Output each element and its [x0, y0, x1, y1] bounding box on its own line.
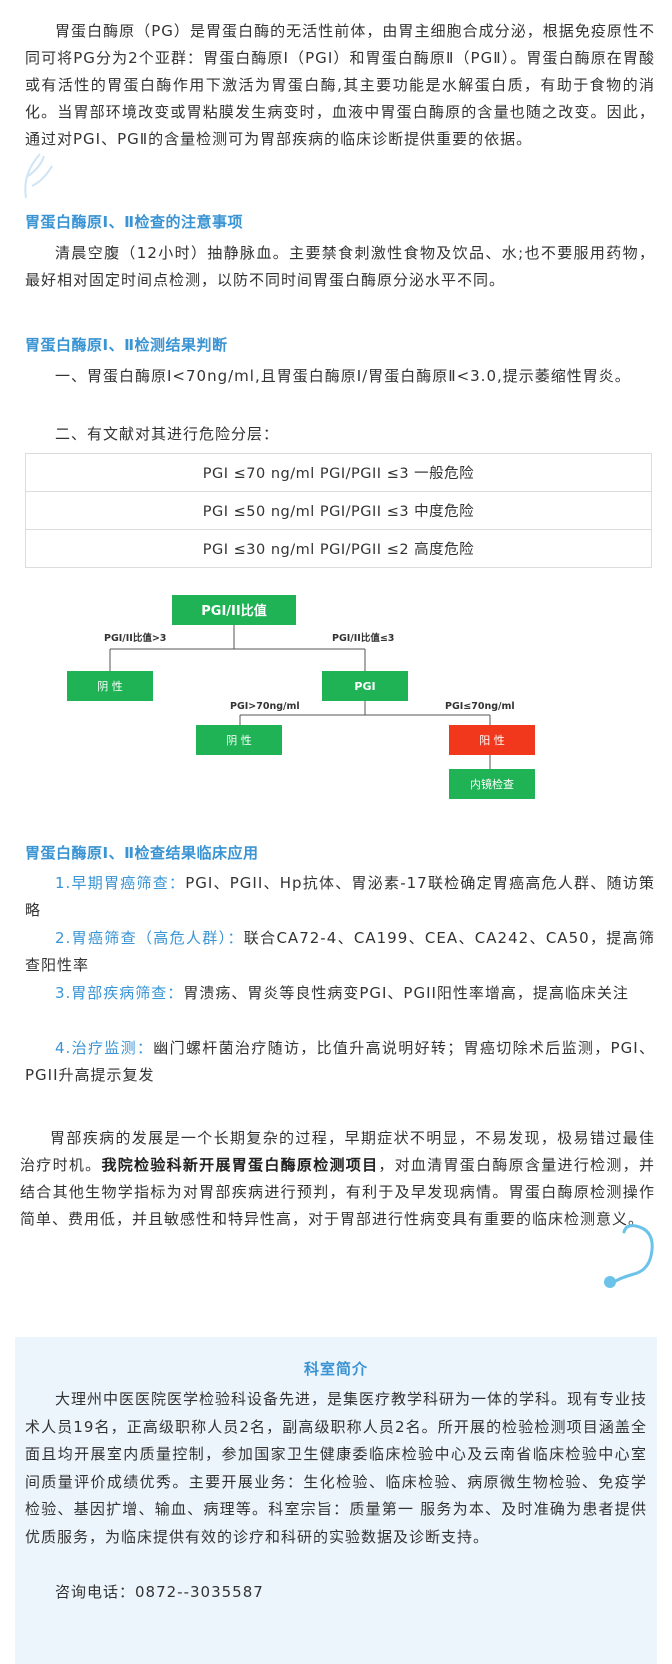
result-two: 二、有文献对其进行危险分层：	[55, 425, 280, 443]
summary-bold-text: 我院检验科新开展胃蛋白酶原检测项目	[101, 1156, 379, 1174]
list-item: 4.治疗监测：幽门螺杆菌治疗随访，比值升高说明好转；胃癌切除术后监测，PGI、P…	[25, 1035, 655, 1089]
flow-positive-box	[449, 725, 535, 755]
flow-pgi-box	[322, 671, 408, 701]
table-row: PGI ≤70 ng/ml PGI/PGII ≤3 一般危险	[25, 453, 652, 492]
flow-root-label: PGI/II比值	[201, 603, 266, 619]
flow-mid-left-edge-label: PGI>70ng/ml	[230, 701, 300, 712]
application-text: 胃溃疡、胃炎等良性病变PGI、PGII阳性率增高，提高临床关注	[183, 984, 629, 1002]
application-label: 2.胃癌筛查（高危人群）：	[55, 929, 244, 947]
department-phone: 咨询电话：0872--3035587	[55, 1583, 264, 1601]
flow-negative2-label: 阴 性	[226, 733, 252, 747]
summary-text-a: 胃部疾病的发展是一个长期复杂的过程，早期症状不明显，不易发现，极易错过最佳治疗时…	[20, 1129, 655, 1174]
results-heading: 胃蛋白酶原Ⅰ、Ⅱ检测结果判断	[25, 336, 228, 354]
flow-pgi-label: PGI	[354, 680, 375, 693]
stethoscope-icon	[604, 1224, 654, 1288]
department-text: 大理州中医医院医学检验科设备先进，是集医疗教学科研为一体的学科。现有专业技术人员…	[25, 1390, 648, 1546]
application-label: 1.早期胃癌筛查：	[55, 874, 186, 892]
application-text: PGI、PGII、Hp抗体、胃泌素-17联检确定胃癌高危人群、随访策略	[25, 874, 655, 919]
flow-negative-label: 阴 性	[97, 679, 123, 693]
flow-right-edge-label: PGI/II比值≤3	[332, 632, 394, 644]
list-item: 1.早期胃癌筛查：PGI、PGII、Hp抗体、胃泌素-17联检确定胃癌高危人群、…	[25, 870, 655, 924]
precautions-heading: 胃蛋白酶原Ⅰ、Ⅱ检查的注意事项	[25, 213, 243, 231]
application-heading: 胃蛋白酶原Ⅰ、Ⅱ检查结果临床应用	[25, 844, 259, 862]
list-item: 2.胃癌筛查（高危人群）：联合CA72-4、CA199、CEA、CA242、CA…	[25, 925, 655, 979]
flow-positive-label: 阳 性	[479, 733, 505, 747]
application-label: 4.治疗监测：	[55, 1039, 154, 1057]
summary-paragraph: 胃部疾病的发展是一个长期复杂的过程，早期症状不明显，不易发现，极易错过最佳治疗时…	[20, 1125, 655, 1233]
table-cell: PGI ≤30 ng/ml PGI/PGII ≤2 高度危险	[25, 529, 652, 568]
table-cell: PGI ≤50 ng/ml PGI/PGII ≤3 中度危险	[25, 491, 652, 530]
application-label: 3.胃部疾病筛查：	[55, 984, 184, 1002]
flow-negative2-box	[196, 725, 282, 755]
flow-root-box	[172, 595, 296, 625]
result-one: 一、胃蛋白酶原Ⅰ<70ng/ml,且胃蛋白酶原Ⅰ/胃蛋白酶原Ⅱ<3.0,提示萎缩…	[55, 367, 631, 385]
flow-left-edge-label: PGI/II比值>3	[104, 632, 166, 644]
flow-mid-right-edge-label: PGI≤70ng/ml	[445, 701, 515, 712]
pg-flowchart: PGI/II比值 PGI/II比值>3 PGI/II比值≤3 阴 性 PGI P…	[67, 595, 535, 799]
table-row: PGI ≤30 ng/ml PGI/PGII ≤2 高度危险	[25, 529, 652, 568]
list-item: 3.胃部疾病筛查：胃溃疡、胃炎等良性病变PGI、PGII阳性率增高，提高临床关注	[25, 980, 655, 1007]
precautions-paragraph: 清晨空腹（12小时）抽静脉血。主要禁食刺激性食物及饮品、水;也不要服用药物，最好…	[25, 244, 655, 289]
flow-endoscopy-label: 内镜检查	[470, 777, 514, 791]
table-cell: PGI ≤70 ng/ml PGI/PGII ≤3 一般危险	[25, 453, 652, 492]
flow-endoscopy-box	[449, 769, 535, 799]
application-text: 联合CA72-4、CA199、CEA、CA242、CA50，提高筛查阳性率	[25, 929, 655, 974]
department-intro-box	[15, 1337, 657, 1664]
flow-negative-box	[67, 671, 153, 701]
table-row: PGI ≤50 ng/ml PGI/PGII ≤3 中度危险	[25, 491, 652, 530]
leaf-decoration-icon	[24, 153, 53, 199]
summary-text-b: ，对血清胃蛋白酶原含量进行检测，并结合其他生物学指标为对胃部疾病进行预判，有利于…	[20, 1156, 655, 1228]
intro-paragraph: 胃蛋白酶原（PG）是胃蛋白酶的无活性前体，由胃主细胞合成分泌，根据免疫原性不同可…	[25, 22, 655, 148]
application-text: 幽门螺杆菌治疗随访，比值升高说明好转；胃癌切除术后监测，PGI、PGII升高提示…	[25, 1039, 655, 1084]
risk-table: PGI ≤70 ng/ml PGI/PGII ≤3 一般危险 PGI ≤50 n…	[25, 453, 652, 568]
department-title: 科室简介	[303, 1360, 368, 1378]
